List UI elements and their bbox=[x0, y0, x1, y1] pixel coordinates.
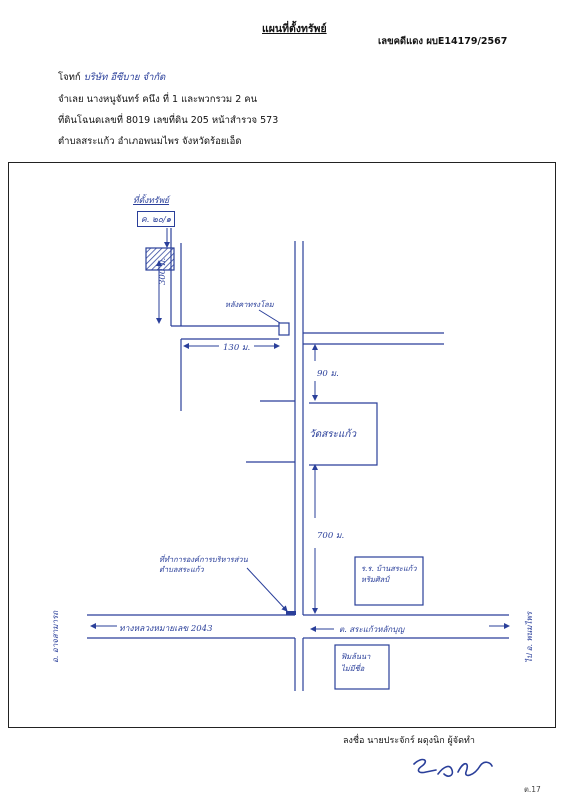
tao-marker bbox=[286, 611, 296, 615]
distance-700-label: 700 ม. bbox=[317, 531, 345, 541]
highway-label: ทางหลวงหมายเลข 2043 bbox=[119, 624, 213, 634]
property-number: ค. ๒๐/๑ bbox=[137, 211, 176, 227]
plaintiff-label: โจทก์ bbox=[58, 72, 81, 83]
house-pointer bbox=[258, 309, 281, 324]
defendant-line: จำเลย นางหนูจันทร์ คนึง ที่ 1 และพวกรวม … bbox=[58, 94, 258, 105]
case-number: เลขคดีแดง ผบE14179/2567 bbox=[378, 36, 508, 47]
page-number: ต.17 bbox=[524, 785, 541, 794]
tao-arrow bbox=[246, 567, 288, 612]
temple-boundary bbox=[309, 402, 378, 466]
road-right-label: ต. สระแก้วหลักบุญ bbox=[339, 625, 405, 634]
signature-image bbox=[413, 758, 493, 777]
field-boundary bbox=[334, 644, 390, 690]
property-plot bbox=[145, 247, 175, 271]
field-label: ฟิมล้นนา ไม่มีชื่อ bbox=[341, 652, 371, 673]
deed-line: ที่ดินโฉนดเลขที่ 8019 เลขที่ดิน 205 หน้า… bbox=[58, 115, 279, 126]
plaintiff-line: โจทก์ บริษัท อีซีบาย จำกัด bbox=[58, 70, 165, 85]
distance-90-label: 90 ม. bbox=[317, 369, 339, 379]
location-line: ตำบลสระแก้ว อำเภอพนมไพร จังหวัดร้อยเอ็ด bbox=[58, 136, 242, 147]
property-label: ที่ตั้งทรัพย์ bbox=[133, 196, 170, 206]
house-symbol bbox=[278, 322, 290, 336]
temple-label: วัดสระแก้ว bbox=[309, 429, 357, 440]
distance-300-label: 300 ม. bbox=[158, 257, 168, 285]
page-title: แผนที่ตั้งทรัพย์ bbox=[262, 23, 327, 35]
map-frame: ที่ตั้งทรัพย์ ค. ๒๐/๑ 300 ม. 130 ม. หลัง… bbox=[8, 162, 556, 728]
signer-line: ลงชื่อ นายประจักร์ ผดุงนิก ผู้จัดทำ bbox=[343, 736, 475, 746]
map-drawing bbox=[87, 228, 510, 691]
school-boundary bbox=[354, 556, 424, 606]
school-label: ร.ร. บ้านสระแก้ว หริมศิลป์ bbox=[361, 564, 417, 584]
direction-left-label: อ. อาจสามารถ bbox=[51, 610, 60, 663]
house-label: หลังคาทรงโลม bbox=[225, 300, 274, 309]
direction-right-label: ไป อ. พนมไพร bbox=[525, 611, 534, 663]
tao-office-label: ที่ทำการองค์การบริหารส่วนตำบลสระแก้ว bbox=[159, 555, 248, 574]
distance-130-label: 130 ม. bbox=[223, 343, 251, 353]
plaintiff-name: บริษัท อีซีบาย จำกัด bbox=[83, 72, 166, 83]
map-roads bbox=[87, 228, 509, 691]
